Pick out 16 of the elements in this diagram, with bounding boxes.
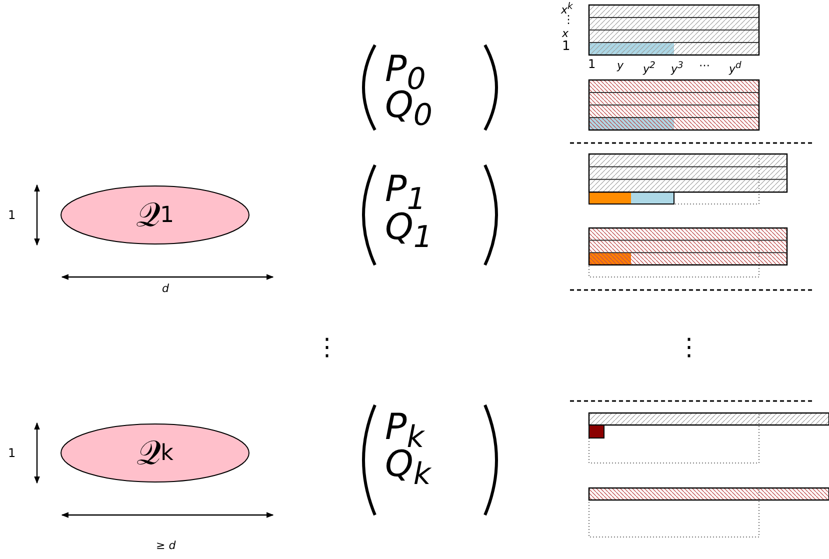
ellipsis-dots: ⋮ — [315, 335, 339, 359]
ellipsis-dots: ⋮ — [677, 335, 701, 359]
column-label: ⋯ — [699, 60, 710, 71]
dimension-label: 1 — [8, 447, 16, 459]
row-label: 1 — [562, 40, 570, 53]
row-label: x$^{k}$ — [561, 2, 573, 16]
dimension-label: d — [162, 283, 169, 294]
column-label: 1 — [588, 58, 596, 70]
column-label: y$^{d}$ — [729, 61, 742, 75]
column-label: y$^{2}$ — [643, 61, 656, 75]
row-label: x — [562, 28, 569, 39]
column-label: y$^{3}$ — [671, 61, 684, 75]
row-label: ⋮ — [563, 14, 574, 25]
dimension-label: ≥ d — [156, 540, 176, 551]
column-label: y — [617, 60, 624, 71]
dimension-label: 1 — [8, 209, 16, 221]
